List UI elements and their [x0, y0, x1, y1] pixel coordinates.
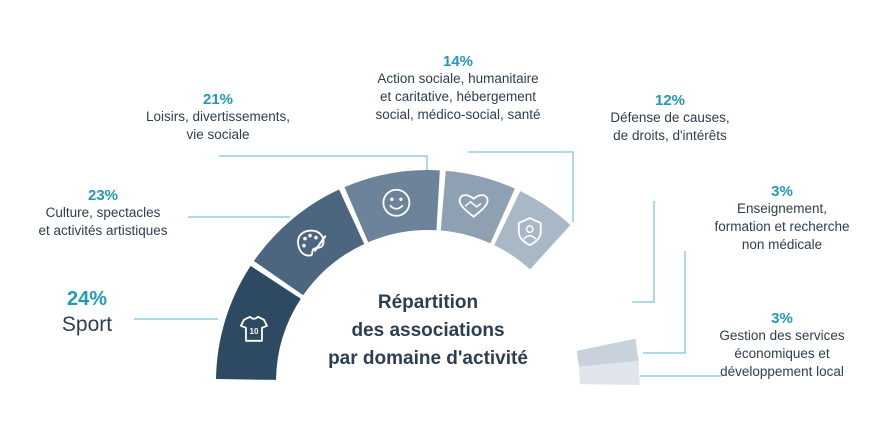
slice-label: 3%Enseignement, formation et recherche non…	[714, 183, 849, 252]
tshirt-icon: 10	[240, 315, 268, 342]
leader-line	[468, 151, 574, 222]
pie-slice	[216, 265, 301, 380]
leader-lines	[134, 151, 721, 377]
slice-label: 23%Culture, spectacles et activités artis…	[38, 187, 167, 238]
slice-category-label: de droits, d'intérêts	[613, 128, 727, 143]
slice-category-label: et caritative, hébergement	[380, 89, 536, 104]
palette-icon	[297, 229, 327, 257]
slice-category-label: vie sociale	[186, 127, 249, 142]
slice-category-label: Sport	[62, 313, 112, 336]
slice-label: 24% Sport	[62, 288, 112, 336]
svg-text:10: 10	[249, 327, 258, 336]
slice-percent: 21%	[203, 91, 233, 108]
slice-label: 3%Gestion des services économiques et déve…	[719, 310, 845, 379]
slice-percent: 14%	[443, 53, 473, 70]
slice-category-label: Gestion des services	[719, 328, 845, 343]
pie-slice	[576, 338, 640, 369]
chart-labels: 24% Sport 23%Culture, spectacles et activit…	[38, 53, 849, 379]
slice-category-label: Action sociale, humanitaire	[377, 71, 538, 86]
slice-category-label: non médicale	[742, 237, 822, 252]
smiley-icon	[382, 188, 411, 217]
slice-percent: 3%	[771, 310, 793, 327]
slice-percent: 12%	[655, 92, 685, 109]
slice-category-label: économiques et	[734, 346, 830, 361]
heart-handshake-icon	[458, 194, 489, 218]
slice-label: 21%Loisirs, divertissements, vie sociale	[146, 91, 290, 142]
slice-category-label: et activités artistiques	[38, 223, 167, 238]
leader-line	[643, 251, 686, 354]
slice-category-label: Loisirs, divertissements,	[146, 109, 290, 124]
pie-slice	[253, 189, 365, 296]
pie-slice	[440, 170, 515, 244]
slice-category-label: développement local	[720, 364, 844, 379]
leader-line	[632, 201, 655, 303]
leader-line	[219, 155, 428, 170]
pie-slice	[579, 360, 640, 385]
slice-category-label: social, médico-social, santé	[375, 107, 540, 122]
slice-percent: 3%	[771, 183, 793, 200]
slice-label: 14%Action sociale, humanitaire et caritat…	[375, 53, 540, 122]
chart-icons: 10	[240, 188, 542, 342]
slice-category-label: formation et recherche	[714, 219, 849, 234]
slice-percent: 24%	[67, 288, 107, 310]
shield-person-icon	[517, 217, 542, 247]
slice-category-label: Enseignement,	[737, 201, 827, 216]
slice-percent: 23%	[88, 187, 118, 204]
slice-category-label: Culture, spectacles	[46, 205, 161, 220]
slice-label: 12%Défense de causes, de droits, d'intérê…	[610, 92, 729, 143]
slice-category-label: Défense de causes,	[610, 110, 729, 125]
